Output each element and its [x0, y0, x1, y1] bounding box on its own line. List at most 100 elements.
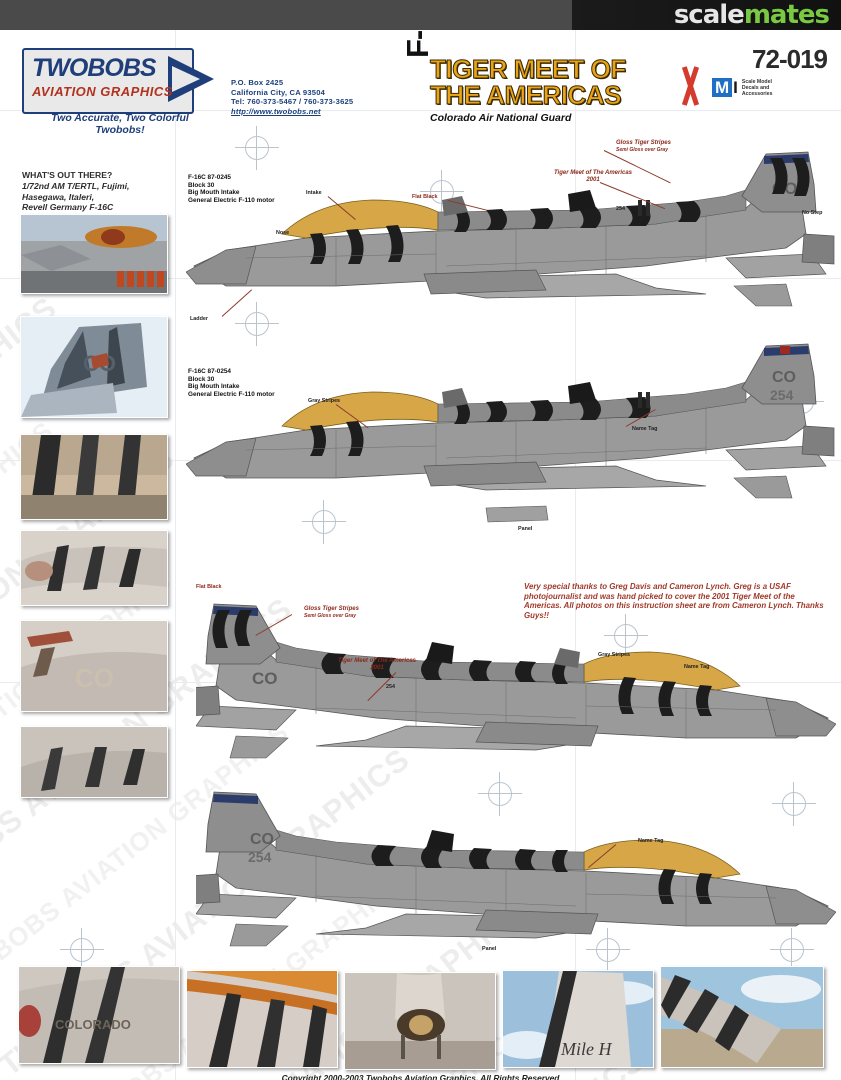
- aircraft-profile-1: CO: [186, 138, 836, 348]
- photo-thumbnail: COLORADO: [18, 966, 180, 1064]
- scalemates-watermark-bar: scalemates: [0, 0, 841, 30]
- photo-thumbnail: [20, 434, 168, 520]
- annotation-text: Panel: [482, 946, 497, 952]
- photo-image: Mile H: [503, 971, 653, 1067]
- caption-line: Big Mouth Intake: [188, 189, 240, 197]
- annotation-text: No Step: [802, 210, 823, 216]
- tail-number-4: 254: [248, 849, 272, 865]
- annotation-gray-stripes-3: Gray Stripes: [598, 652, 630, 658]
- ribbon-icon: [678, 66, 704, 106]
- annotation-text: Tiger Meet of The Americas: [338, 658, 417, 664]
- annotation-subtext: Semi Gloss over Gray: [616, 147, 668, 153]
- caption-line: General Electric F-110 motor: [188, 196, 275, 204]
- annotation-text: Name Tag: [638, 838, 664, 844]
- guide-line: [0, 110, 841, 111]
- annotation-flat-black-3: Flat Black: [196, 584, 221, 590]
- annotation-text: Tiger Meet of The Americas: [554, 170, 633, 176]
- photo-image: CO: [21, 317, 167, 417]
- tail-code-3: CO: [252, 669, 278, 688]
- title-subtitle: Colorado Air National Guard: [430, 112, 572, 124]
- annotation-panel: Panel: [518, 526, 532, 532]
- annotation-text: Name Tag: [632, 426, 658, 432]
- logo-tagline: Two Accurate, Two Colorful Twobobs!: [51, 112, 189, 136]
- tail-number-2: 254: [770, 387, 794, 403]
- thanks-note: Very special thanks to Greg Davis and Ca…: [524, 582, 824, 620]
- annotation-name-tag-3: Name Tag: [684, 664, 709, 670]
- guide-line: [575, 30, 576, 1080]
- svg-text:COLORADO: COLORADO: [55, 1017, 131, 1032]
- whats-out-there-item: 1/72nd AM T/ERTL, Fujimi,: [22, 180, 130, 191]
- caption-line: F-16C 87-0245: [188, 174, 231, 181]
- photo-thumbnail: [660, 966, 824, 1068]
- f16-side-view-mirrored: CO: [196, 603, 836, 759]
- annotation-subtext: Semi Gloss over Gray: [304, 613, 356, 619]
- annotation-no-step: No Step: [802, 210, 822, 216]
- contact-phone: Tel: 760-373-5467 / 760-373-3625: [231, 97, 354, 107]
- annotation-name-tag: Name Tag: [632, 426, 657, 432]
- annotation-text: Gray Stripes: [308, 398, 341, 404]
- photo-image: [187, 971, 337, 1067]
- annotation-panel-4: Panel: [482, 946, 496, 952]
- whats-out-there-item: Revell Germany F-16C: [22, 202, 114, 213]
- annotation-text: Flat Black: [412, 194, 438, 200]
- logo-plate: [22, 48, 194, 114]
- photo-thumbnail: [20, 530, 168, 606]
- annotation-nose: Nose: [276, 230, 289, 236]
- aircraft-profile-4: CO 254 Name Tag Panel: [196, 778, 836, 968]
- scalemates-logo: scalemates: [673, 0, 830, 30]
- photo-thumbnail: [20, 214, 168, 294]
- photo-image: [21, 435, 167, 519]
- annotation-text: Gloss Tiger Stripes: [304, 606, 359, 612]
- annotation-text: Panel: [518, 526, 533, 532]
- photo-thumbnail: [20, 726, 168, 798]
- annotation-text: Name Tag: [684, 664, 710, 670]
- photo-image: [21, 727, 167, 797]
- annotation-text: Ladder: [190, 316, 208, 322]
- annotation-year: 2001: [370, 665, 384, 671]
- photo-thumbnail: [344, 972, 496, 1070]
- annotation-tail-no-3: 254: [386, 684, 395, 690]
- aircraft-profile-2: CO 254: [186, 330, 836, 540]
- product-number: 72-019: [752, 44, 828, 74]
- photo-thumbnail: CO: [20, 620, 168, 712]
- whats-out-there-item: Hasegawa, Italeri,: [22, 191, 95, 202]
- photo-thumbnail: CO: [20, 316, 168, 418]
- whats-out-there-heading: WHAT'S OUT THERE?: [22, 170, 113, 180]
- svg-text:CO: CO: [75, 663, 114, 693]
- copyright-text: Copyright 2000-2003 Twobobs Aviation Gra…: [281, 1073, 560, 1080]
- profile-2-caption: F-16C 87-0254 Block 30 Big Mouth Intake …: [188, 368, 275, 398]
- publisher-logo: M I Scale Model Decals and Accessories: [712, 78, 772, 97]
- scalemates-logo-part1: scale: [673, 0, 745, 30]
- publisher-mark-m: M: [712, 78, 733, 97]
- annotation-text: 254: [616, 206, 625, 212]
- caption-line: General Electric F-110 motor: [188, 390, 275, 398]
- photo-image: [21, 215, 167, 293]
- scalemates-logo-part2: mates: [743, 0, 830, 30]
- publisher-mark-i: I: [733, 78, 738, 97]
- publisher-text: Scale Model Decals and Accessories: [741, 78, 773, 97]
- f16-side-view: CO: [186, 151, 835, 307]
- logo-brand-text: TWOBOBS: [32, 54, 157, 82]
- annotation-text: Intake: [306, 190, 322, 196]
- caption-line: F-16C 87-0254: [188, 368, 231, 375]
- annotation-tiger-stripes: Gloss Tiger Stripes Semi Gloss over Gray: [616, 140, 671, 154]
- contact-website[interactable]: http://www.twobobs.net: [231, 106, 321, 116]
- contact-block: P.O. Box 2425 California City, CA 93504 …: [231, 78, 353, 116]
- tail-code-2: CO: [772, 369, 796, 386]
- profile-1-caption: F-16C 87-0245 Block 30 Big Mouth Intake …: [188, 174, 275, 204]
- photo-image: CO: [21, 621, 167, 711]
- annotation-tail-no: 254: [616, 206, 625, 212]
- caption-line: Big Mouth Intake: [188, 383, 240, 391]
- caption-line: Block 30: [188, 375, 215, 383]
- annotation-name-tag-4: Name Tag: [638, 838, 663, 844]
- svg-text:Mile H: Mile H: [560, 1039, 612, 1059]
- logo-subtitle-text: AVIATION GRAPHICS: [32, 84, 173, 99]
- annotation-flat-black: Flat Black: [412, 194, 437, 200]
- photo-thumbnail: Mile H: [502, 970, 654, 1068]
- photo-image: [661, 967, 823, 1067]
- annotation-text: Nose: [276, 230, 290, 236]
- photo-image: COLORADO: [19, 967, 179, 1063]
- annotation-gray-stripes: Gray Stripes: [308, 398, 340, 404]
- contact-po-box: P.O. Box 2425: [231, 78, 284, 87]
